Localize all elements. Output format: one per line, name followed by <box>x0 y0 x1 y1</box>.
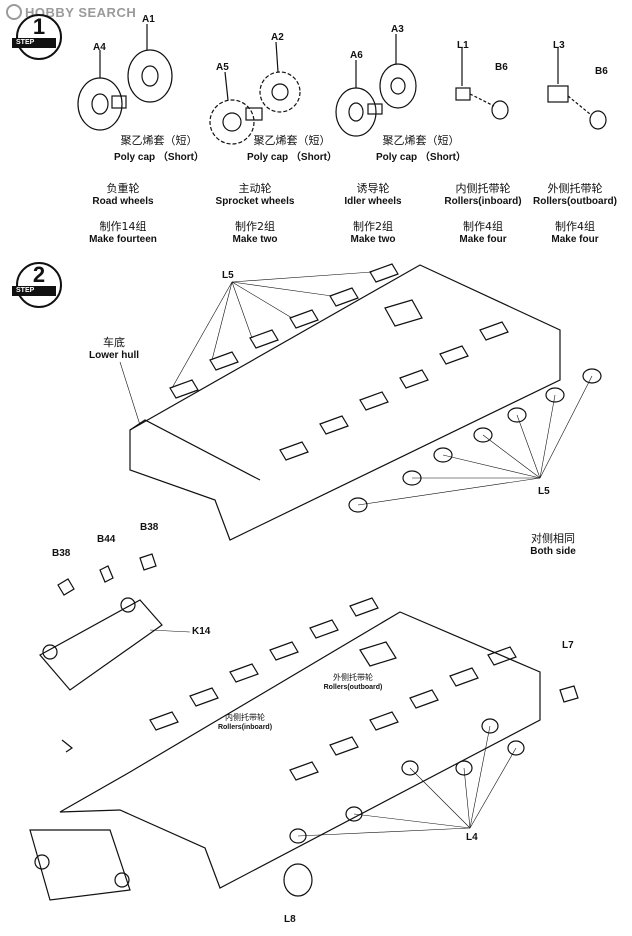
roller-inboard-drawing <box>455 48 509 120</box>
watermark: HOBBY SEARCH <box>6 4 136 20</box>
wheel-qty-cn-sprocket: 制作2组 <box>235 220 275 233</box>
suspension-arms-upper <box>169 263 509 461</box>
lower-hull-en: Lower hull <box>89 350 139 361</box>
roller-outboard-drawing <box>547 48 607 130</box>
outboard-rollers-cn: 外侧托带轮 <box>333 673 373 682</box>
part-label-a5: A5 <box>216 62 229 73</box>
view-arrow-icon <box>61 739 74 753</box>
wheel-qty-cn-inboard: 制作4组 <box>463 220 503 233</box>
rear-plate-subassembly <box>39 553 191 691</box>
polycap-cn-1: 聚乙烯套（短） <box>120 134 198 147</box>
part-label-l7: L7 <box>562 640 574 651</box>
step-1-badge: 1 STEP <box>12 14 62 60</box>
part-label-a6: A6 <box>350 50 363 61</box>
outboard-rollers-en: Rollers(outboard) <box>323 684 383 691</box>
polycap-en-3: Poly cap （Short） <box>376 152 467 163</box>
wheel-qty-en-road: Make fourteen <box>89 234 157 245</box>
idler-wheel-drawing <box>335 34 417 137</box>
hobby-search-logo-icon <box>6 4 22 20</box>
wheel-en-outboard: Rollers(outboard) <box>533 196 617 207</box>
step-2-number: 2 <box>32 262 46 287</box>
wheel-en-road: Road wheels <box>92 196 154 207</box>
part-label-l8: L8 <box>284 914 296 925</box>
wheel-qty-en-sprocket: Make two <box>232 234 278 245</box>
upper-hull-drawing <box>119 263 602 541</box>
part-label-a1: A1 <box>142 14 155 25</box>
step-2-label: STEP <box>12 286 56 296</box>
both-side-cn: 对侧相同 <box>531 532 575 545</box>
wheel-en-inboard: Rollers(inboard) <box>444 196 522 207</box>
lower-hull-drawing <box>29 597 579 901</box>
wheel-qty-cn-outboard: 制作4组 <box>555 220 595 233</box>
sprocket-wheel-drawing <box>209 41 301 145</box>
part-label-l4: L4 <box>466 832 478 843</box>
step-1-label: STEP <box>12 38 56 48</box>
polycap-cn-2: 聚乙烯套（短） <box>253 134 331 147</box>
polycap-cn-3: 聚乙烯套（短） <box>382 134 460 147</box>
polycap-en-2: Poly cap （Short） <box>247 152 338 163</box>
wheel-en-sprocket: Sprocket wheels <box>215 196 295 207</box>
wheel-cn-sprocket: 主动轮 <box>238 182 272 195</box>
wheel-qty-en-outboard: Make four <box>551 234 599 245</box>
part-label-b6-outboard: B6 <box>595 66 608 77</box>
part-label-l3: L3 <box>553 40 565 51</box>
wheel-cn-idler: 诱导轮 <box>356 182 390 195</box>
part-label-b44: B44 <box>97 534 116 545</box>
suspension-arms-lower <box>149 597 517 781</box>
part-label-b38-left: B38 <box>52 548 71 559</box>
wheel-cn-inboard: 内侧托带轮 <box>455 182 511 195</box>
wheel-cn-outboard: 外侧托带轮 <box>547 182 603 195</box>
rollers-lower <box>283 685 579 897</box>
wheel-qty-en-idler: Make two <box>350 234 396 245</box>
part-label-a3: A3 <box>391 24 404 35</box>
wheel-qty-cn-road: 制作14组 <box>99 220 147 233</box>
wheel-qty-en-inboard: Make four <box>459 234 507 245</box>
inboard-rollers-en: Rollers(inboard) <box>217 724 273 731</box>
part-label-b38-right: B38 <box>140 522 159 533</box>
step-1-number: 1 <box>32 14 46 39</box>
road-wheel-drawing <box>77 24 173 131</box>
l4-leader-lines <box>297 725 517 837</box>
wheel-qty-cn-idler: 制作2组 <box>353 220 393 233</box>
step-2-badge: 2 STEP <box>12 262 62 308</box>
part-label-l1: L1 <box>457 40 469 51</box>
wheel-en-idler: Idler wheels <box>344 196 402 207</box>
part-label-a2: A2 <box>271 32 284 43</box>
loose-arms-upper <box>348 368 602 513</box>
part-label-k14: K14 <box>192 626 211 637</box>
both-side-en: Both side <box>530 546 576 557</box>
wheel-cn-road: 负重轮 <box>106 182 140 195</box>
lower-hull-cn: 车底 <box>103 336 125 349</box>
part-label-l5-bottom: L5 <box>538 486 550 497</box>
inboard-rollers-cn: 内侧托带轮 <box>225 713 265 722</box>
part-label-l5-top: L5 <box>222 270 234 281</box>
part-label-b6-inboard: B6 <box>495 62 508 73</box>
part-label-a4: A4 <box>93 42 106 53</box>
polycap-en-1: Poly cap （Short） <box>114 152 205 163</box>
l5-leader-lines <box>119 271 593 506</box>
